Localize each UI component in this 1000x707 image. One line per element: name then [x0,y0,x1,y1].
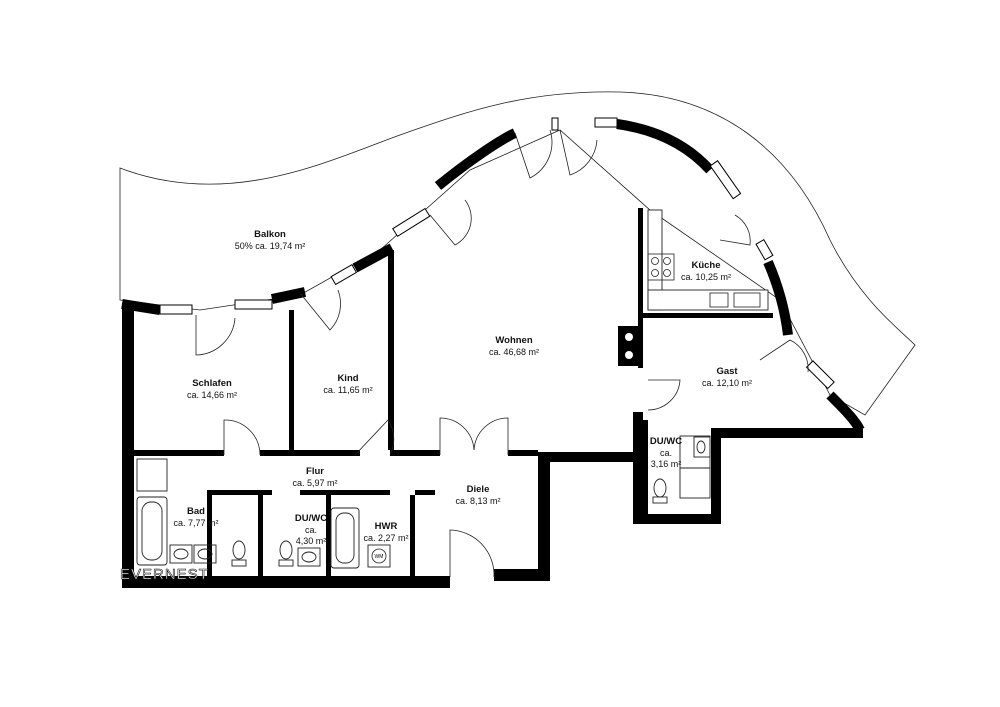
room-area: ca. 2,27 m² [363,532,409,543]
kitchen-counter [647,209,769,311]
door-swing [195,129,809,578]
room-label-gast: Gast ca. 12,10 m² [702,366,752,389]
room-label-schlafen: Schlafen ca. 14,66 m² [187,378,237,401]
toilet-icon [231,478,668,567]
room-area: ca. 10,25 m² [680,271,732,282]
room-name: Balkon [254,229,286,240]
room-label-kueche: Küche ca. 10,25 m² [681,260,731,283]
room-area: 4,30 m² [295,536,327,547]
room-name: Schlafen [192,378,232,389]
room-name: Bad [187,506,205,517]
room-label-balkon: Balkon 50% ca. 19,74 m² [235,229,306,252]
window-segment [159,117,835,390]
room-label-diele: Diele ca. 8,13 m² [455,484,500,507]
room-name: Küche [691,260,721,271]
room-name: DU/WC [649,436,683,447]
room-area: ca. 5,97 m² [292,477,338,488]
room-area: ca. [304,524,318,535]
room-area: ca. 46,68 m² [488,346,540,357]
room-label-duwc-1: DU/WC ca. 4,30 m² [295,513,327,547]
exterior-wall [122,303,863,588]
room-label-bad: Bad ca. 7,77 m² [173,506,218,529]
room-label-wohnen: Wohnen ca. 46,68 m² [489,335,539,358]
room-name: HWR [374,521,398,532]
washing-machine-icon: WM [367,544,391,568]
room-area: ca. 8,13 m² [455,495,501,506]
room-name: Diele [466,484,490,495]
kitchen-sink-icon [709,292,761,308]
room-label-duwc-2: DU/WC ca. 3,16 m² [650,436,682,470]
room-area: ca. 12,10 m² [701,377,753,388]
balcony-outline [119,91,916,416]
washbasin-icon [169,436,711,567]
room-name: Kind [337,373,359,384]
room-area: 3,16 m² [650,459,682,470]
room-area: ca. 11,65 m² [323,384,373,395]
shower-icon [136,435,711,499]
room-area: 50% ca. 19,74 m² [234,240,306,251]
stove-icon [647,253,675,281]
room-name: DU/WC [294,513,328,524]
room-label-kind: Kind ca. 11,65 m² [323,373,372,396]
room-area: ca. 14,66 m² [186,389,238,400]
room-name: Wohnen [495,335,533,346]
room-area: ca. 7,77 m² [173,517,219,528]
bathtub-icon [136,496,360,569]
interior-wall [134,208,773,576]
washing-machine-label: WM [375,554,384,560]
room-label-flur: Flur ca. 5,97 m² [292,466,337,489]
room-name: Flur [306,466,324,477]
room-label-hwr: HWR ca. 2,27 m² [363,521,408,544]
brand-logo: EVERNEST [120,566,209,584]
chimney [618,326,640,366]
room-name: Gast [716,366,738,377]
room-area: ca. [659,447,673,458]
